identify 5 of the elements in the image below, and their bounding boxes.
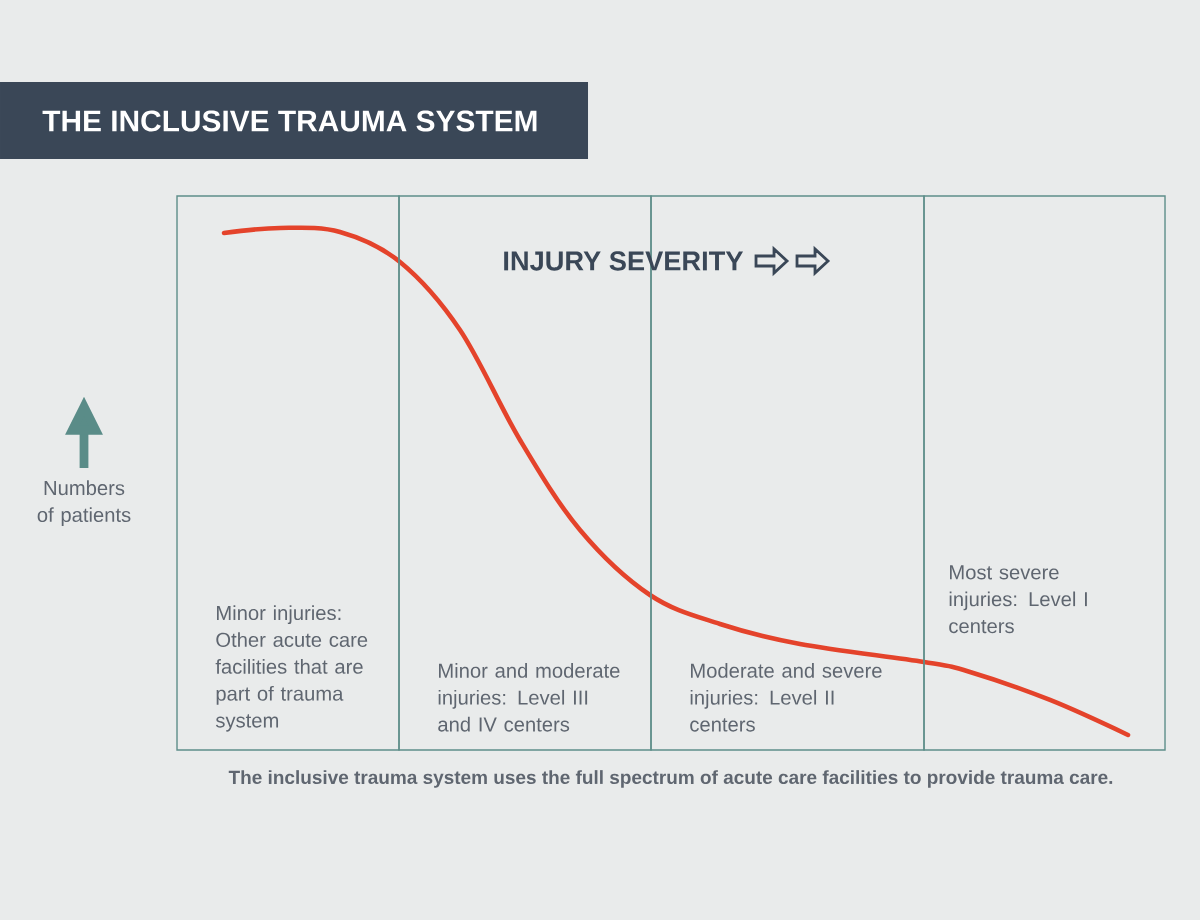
title-banner: THE INCLUSIVE TRAUMA SYSTEM [0, 82, 588, 159]
column-panel: Minor injuries: Other acute care facilities that are part of trauma system [176, 195, 400, 751]
axis-label: Numbers of patients [37, 480, 131, 527]
caption: The inclusive trauma system uses the full spectrum of acute care facilities to provide trauma care. [228, 770, 1113, 788]
column-panel: Most severe injuries: Level I centers [923, 195, 1166, 751]
